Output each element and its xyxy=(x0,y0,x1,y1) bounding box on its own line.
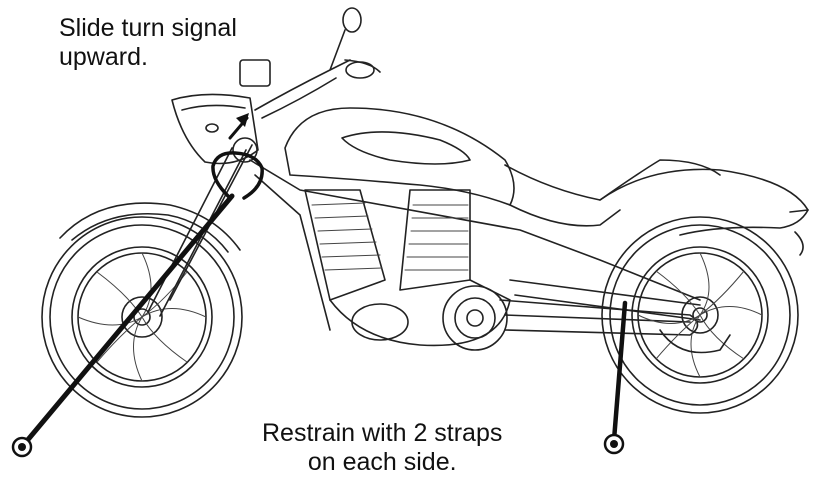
floor-anchor-icon xyxy=(603,433,625,455)
engine xyxy=(304,189,511,351)
front-wheel xyxy=(41,216,243,418)
front-strap xyxy=(23,193,235,445)
rear-strap xyxy=(611,300,628,443)
instruction-line: Restrain with 2 straps xyxy=(262,419,503,447)
handlebar xyxy=(239,7,381,119)
instruction-line: Slide turn signal xyxy=(59,14,237,42)
seat xyxy=(504,159,721,201)
front-strap-loop xyxy=(211,151,264,200)
rear-wheel xyxy=(601,216,799,414)
instruction-line: on each side. xyxy=(307,448,457,476)
front-fender xyxy=(59,202,241,251)
turn-signal xyxy=(232,137,258,163)
strap-instruction: Restrain with 2 straps on each side. xyxy=(262,419,502,477)
exhaust xyxy=(499,299,699,336)
frame xyxy=(249,159,701,301)
up-right-arrow-icon xyxy=(228,113,249,140)
fuel-tank xyxy=(284,107,515,206)
instruction-line: upward. xyxy=(59,43,148,71)
rear-fender xyxy=(599,168,809,236)
headlight-fairing xyxy=(171,93,259,165)
floor-anchor-icon xyxy=(11,436,33,458)
turn-signal-instruction: Slide turn signal upward. xyxy=(59,14,237,72)
